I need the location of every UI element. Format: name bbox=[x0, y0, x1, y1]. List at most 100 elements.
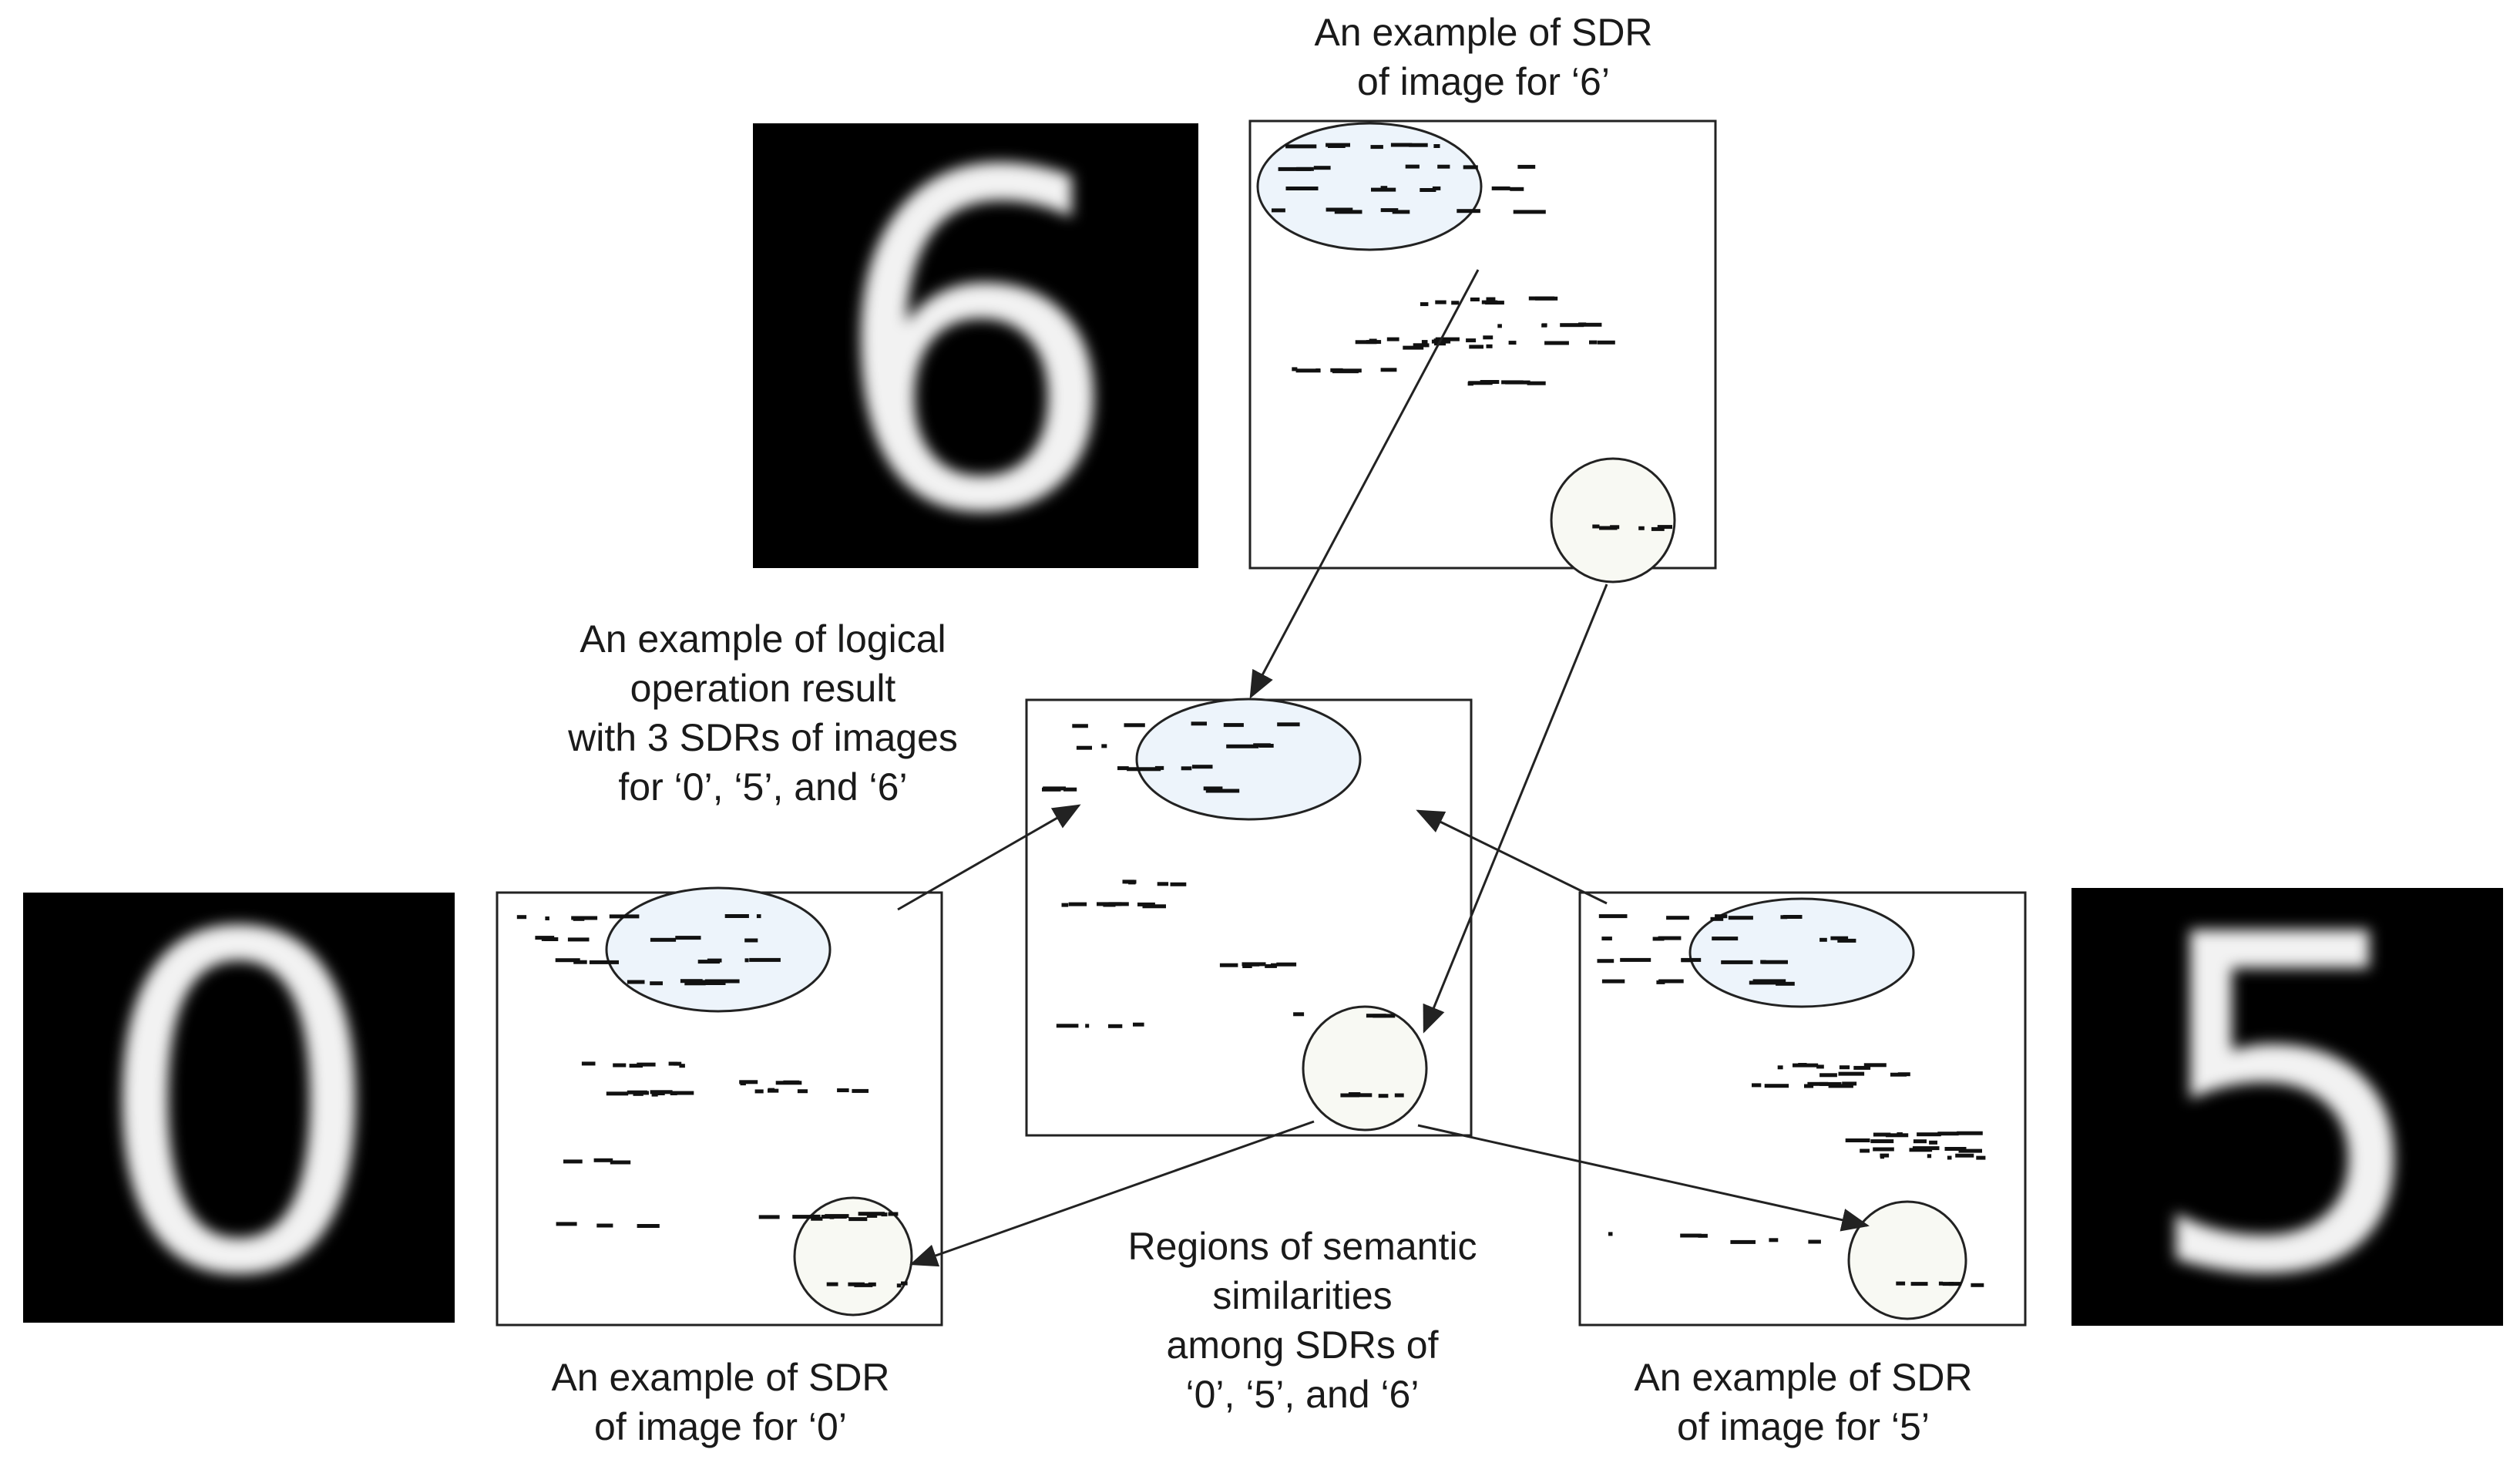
sdr-bit bbox=[1420, 302, 1429, 307]
sdr-bit bbox=[1838, 1071, 1865, 1076]
sdr-bit bbox=[1544, 341, 1569, 345]
sdr-bit bbox=[593, 1158, 613, 1162]
sdr-bit bbox=[1370, 145, 1383, 150]
sdr-bit bbox=[1749, 980, 1779, 985]
label-semantic-regions-line-4: ‘0’, ‘5’, and ‘6’ bbox=[1185, 1373, 1420, 1416]
sdr-bit bbox=[1435, 300, 1446, 304]
sdr-bit bbox=[1830, 936, 1849, 940]
sdr-bit bbox=[1897, 1132, 1903, 1136]
sdr-bit bbox=[544, 937, 559, 941]
label-sdr-five-line-2: of image for ‘5’ bbox=[1677, 1405, 1930, 1448]
label-semantic-regions-line-1: Regions of semantic bbox=[1127, 1225, 1477, 1268]
sdr-bit bbox=[1929, 1140, 1937, 1145]
label-sdr-six-line-2: of image for ‘6’ bbox=[1357, 60, 1610, 103]
sdr-bit bbox=[704, 979, 740, 984]
sdr-bit bbox=[1276, 962, 1297, 967]
sdr-bit bbox=[829, 1215, 835, 1219]
sdr-bit bbox=[680, 979, 703, 984]
sdr-bit bbox=[1191, 721, 1207, 726]
sdr-bit bbox=[1947, 1155, 1952, 1160]
sdr-bit bbox=[1937, 1132, 1959, 1136]
label-logical-result: An example of logical operation result w… bbox=[501, 614, 1025, 812]
sdr-bit bbox=[1366, 1014, 1386, 1018]
sdr-bit bbox=[555, 958, 580, 963]
sdr-bit bbox=[1938, 1281, 1944, 1286]
sdr-bit bbox=[1272, 208, 1285, 213]
sdr-bit bbox=[1295, 368, 1321, 373]
sdr-bit bbox=[1191, 765, 1213, 769]
sdr-bits-result bbox=[1042, 721, 1404, 1098]
sdr-bit bbox=[1043, 786, 1066, 791]
sdr-bit bbox=[1666, 916, 1689, 920]
sdr-bit bbox=[581, 1061, 596, 1066]
sdr-bit bbox=[1380, 368, 1397, 372]
sdr-bit bbox=[854, 1283, 873, 1287]
sdr-bit bbox=[1491, 186, 1510, 190]
sdr-bit bbox=[1124, 879, 1137, 884]
sdr-bit bbox=[1127, 767, 1161, 772]
label-semantic-regions-line-3: among SDRs of bbox=[1166, 1323, 1439, 1367]
sdr-bit bbox=[1313, 166, 1331, 170]
sdr-bit bbox=[674, 1061, 682, 1066]
sdr-bit bbox=[1517, 164, 1536, 169]
sdr-bit bbox=[797, 1089, 808, 1094]
sdr-bit bbox=[1108, 902, 1129, 906]
sdr-bit bbox=[1154, 765, 1164, 770]
sdr-bit bbox=[1469, 345, 1483, 349]
sdr-bit bbox=[1432, 186, 1441, 190]
sdr-bit bbox=[1497, 324, 1502, 328]
sdr-bit bbox=[848, 1217, 868, 1222]
sdr-bit bbox=[1390, 143, 1413, 147]
sdr-bit bbox=[1976, 1155, 1986, 1160]
sdr-bit bbox=[783, 1080, 800, 1085]
sdr-bit bbox=[1535, 296, 1558, 301]
sdr-bit bbox=[1378, 1094, 1389, 1098]
sdr-bit bbox=[679, 1064, 685, 1068]
sdr-bit bbox=[1589, 340, 1598, 345]
sdr-bit bbox=[637, 1062, 656, 1067]
sdr-bit bbox=[811, 1216, 823, 1221]
sdr-bit bbox=[1944, 1147, 1967, 1151]
label-logical-result-line-2: operation result bbox=[630, 667, 896, 710]
sdr-bit bbox=[1927, 1154, 1932, 1158]
sdr-bit bbox=[670, 1091, 677, 1095]
sdr-bit bbox=[1285, 187, 1319, 190]
sdr-bit bbox=[758, 1215, 780, 1219]
sdr-bit bbox=[650, 981, 663, 986]
arrow-zero-to-result bbox=[897, 804, 1081, 911]
sdr-bit bbox=[1170, 882, 1187, 886]
sdr-bit bbox=[1486, 297, 1496, 301]
sdr-bit bbox=[724, 914, 749, 918]
sdr-bit bbox=[1608, 1232, 1613, 1236]
similarity-circle-six bbox=[1550, 457, 1676, 583]
sdr-bit bbox=[1371, 187, 1396, 192]
sdr-bit bbox=[1658, 936, 1682, 940]
sdr-bit bbox=[1863, 1063, 1887, 1068]
sdr-bit bbox=[1853, 1065, 1871, 1070]
sdr-bit bbox=[1721, 960, 1753, 964]
label-semantic-regions-line-2: similarities bbox=[1212, 1274, 1393, 1317]
sdr-bit bbox=[651, 1092, 658, 1097]
sdr-bit bbox=[1578, 322, 1602, 327]
sdr-bit bbox=[1958, 1148, 1982, 1153]
sdr-bit bbox=[1917, 1132, 1941, 1137]
sdr-bit bbox=[675, 936, 701, 940]
sdr-bit bbox=[1392, 210, 1410, 214]
sdr-bit bbox=[881, 1212, 888, 1217]
sdr-bit bbox=[1762, 960, 1788, 964]
sdr-bit bbox=[1278, 166, 1312, 171]
sdr-bit bbox=[672, 1091, 694, 1095]
sdr-bit bbox=[1117, 766, 1129, 771]
sdr-bit bbox=[1890, 1072, 1907, 1077]
arrow-six-circle-to-result bbox=[1423, 583, 1608, 1034]
sdr-bit bbox=[1437, 164, 1450, 169]
sdr-bit bbox=[668, 1061, 678, 1066]
sdr-bit bbox=[1468, 381, 1493, 385]
sdr-bit bbox=[1292, 367, 1298, 372]
sdr-bit bbox=[567, 937, 590, 942]
sdr-bit bbox=[1541, 323, 1547, 328]
arrow-five-to-result bbox=[1416, 809, 1608, 905]
sdr-bit bbox=[545, 916, 549, 920]
sdr-bit bbox=[1481, 300, 1498, 304]
